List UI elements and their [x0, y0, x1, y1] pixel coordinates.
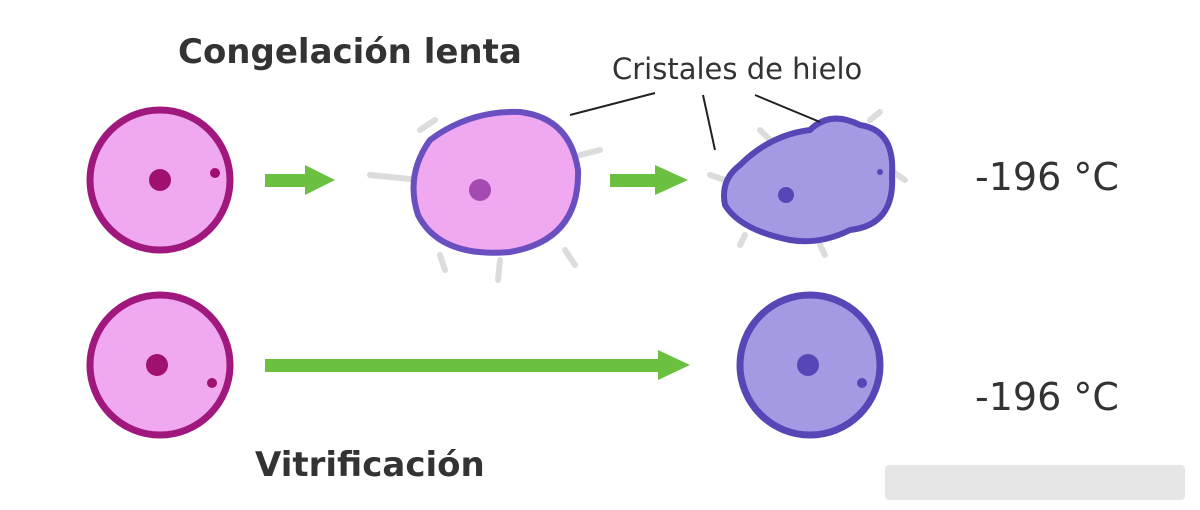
- slow-freezing-title: Congelación lenta: [178, 32, 522, 72]
- fresh-cell-slow: [86, 106, 234, 254]
- temperature-vitri: -196 °C: [975, 375, 1119, 419]
- watermark: [885, 465, 1185, 500]
- temperature-slow: -196 °C: [975, 155, 1119, 199]
- arrow-vitri: [265, 350, 690, 380]
- ice-crystals-label: Cristales de hielo: [612, 52, 863, 86]
- vitrified-cell: [736, 291, 884, 439]
- pointer-lines: [569, 92, 821, 151]
- arrow-slow-2: [610, 165, 688, 195]
- damaged-cell: [410, 108, 582, 256]
- arrow-slow-1: [265, 165, 335, 195]
- vitrification-title: Vitrificación: [255, 445, 485, 485]
- frozen-damaged-cell: [721, 115, 896, 245]
- fresh-cell-vitri: [86, 291, 234, 439]
